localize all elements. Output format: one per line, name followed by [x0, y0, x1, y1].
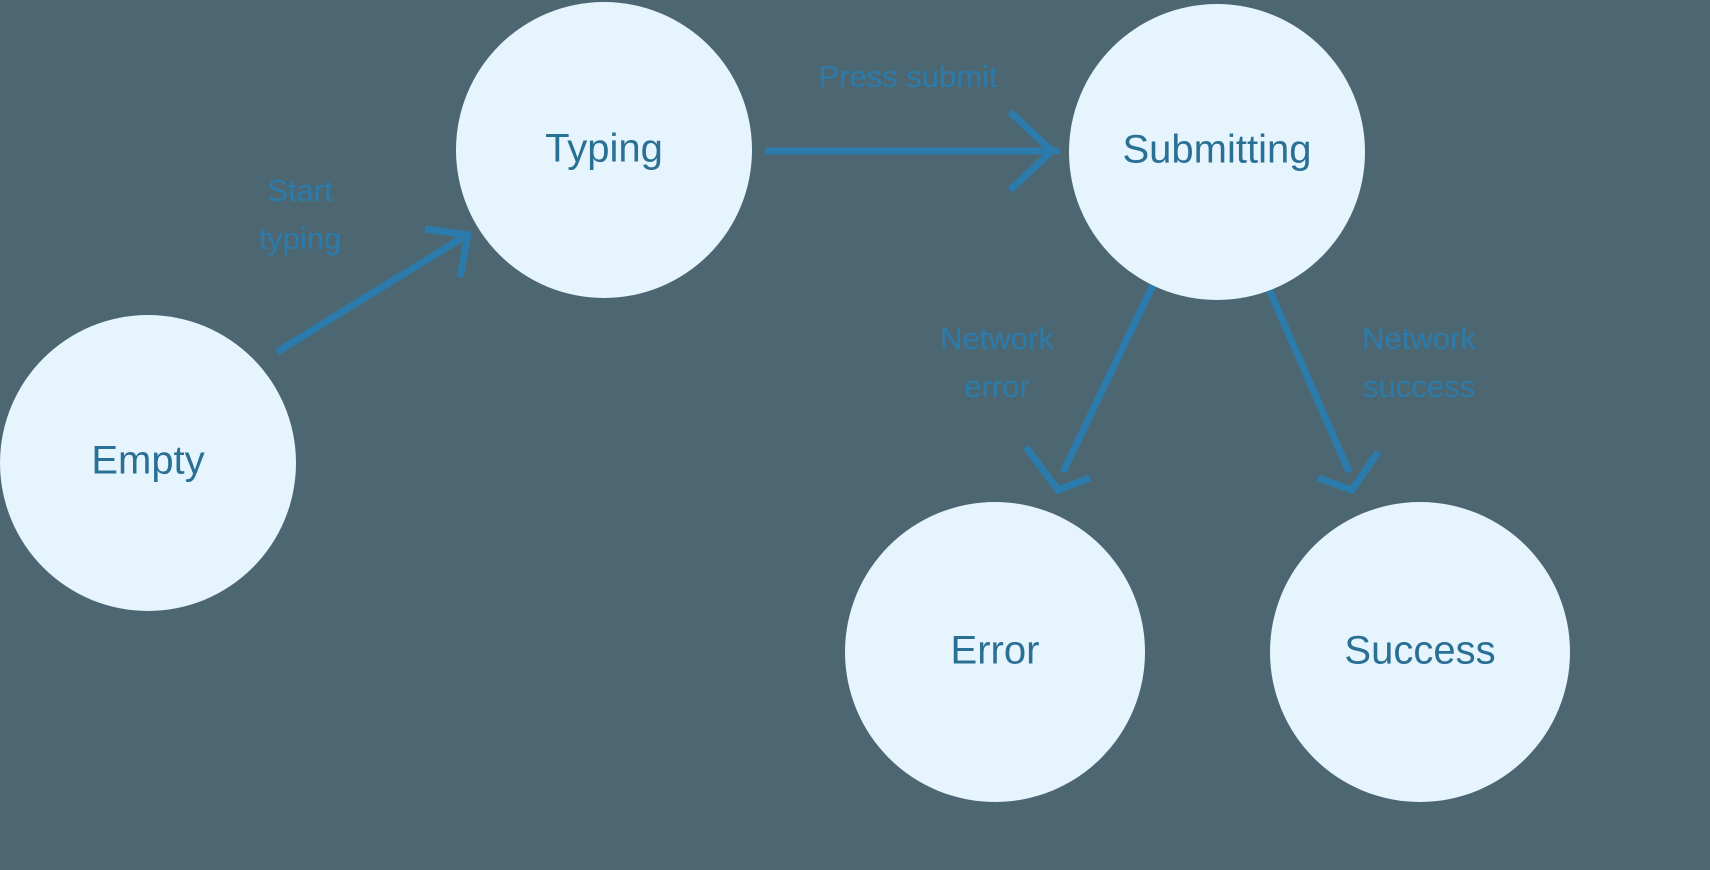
- node-submitting[interactable]: Submitting: [1069, 4, 1365, 300]
- arrowhead-submitting-to-success: [1316, 450, 1381, 495]
- node-typing-label: Typing: [545, 127, 663, 171]
- arrowhead-empty-to-typing: [424, 225, 473, 278]
- edge-label-start-line2: typing: [259, 221, 342, 256]
- edge-label-press-submit: Press submit: [818, 59, 998, 94]
- edge-label-network-success-line2: success: [1363, 369, 1475, 404]
- edge-label-typing-to-submitting: Press submit: [818, 59, 998, 94]
- node-success[interactable]: Success: [1270, 502, 1570, 802]
- node-error[interactable]: Error: [845, 502, 1145, 802]
- node-empty-circle[interactable]: [0, 315, 296, 611]
- edge-label-network-error-line2: error: [964, 369, 1029, 404]
- node-submitting-label: Submitting: [1123, 128, 1312, 172]
- node-typing-circle[interactable]: [456, 2, 752, 298]
- arrowhead-submitting-to-error: [1023, 444, 1092, 495]
- edge-label-network-success-line1: Network: [1362, 321, 1476, 356]
- edge-line-submitting-to-error: [1059, 283, 1157, 474]
- node-typing[interactable]: Typing: [456, 2, 752, 298]
- node-empty-label: Empty: [91, 439, 204, 483]
- edge-submitting-to-success: [1264, 285, 1381, 495]
- edge-line-empty-to-typing: [275, 235, 464, 355]
- edge-label-submitting-to-error: Network error: [940, 321, 1054, 404]
- arrowhead-typing-to-submitting: [1007, 109, 1058, 193]
- edge-submitting-to-error: [1023, 283, 1157, 495]
- edge-empty-to-typing: [275, 225, 473, 355]
- edge-label-start-line1: Start: [267, 173, 333, 208]
- node-empty[interactable]: Empty: [0, 315, 296, 611]
- node-error-label: Error: [951, 629, 1040, 673]
- node-success-label: Success: [1344, 629, 1495, 673]
- edge-label-empty-to-typing: Start typing: [259, 173, 342, 256]
- edge-typing-to-submitting: [765, 109, 1060, 193]
- node-error-circle[interactable]: [845, 502, 1145, 802]
- edge-line-submitting-to-success: [1264, 285, 1353, 474]
- node-submitting-circle[interactable]: [1069, 4, 1365, 300]
- edge-label-submitting-to-success: Network success: [1362, 321, 1476, 404]
- edge-label-network-error-line1: Network: [940, 321, 1054, 356]
- node-success-circle[interactable]: [1270, 502, 1570, 802]
